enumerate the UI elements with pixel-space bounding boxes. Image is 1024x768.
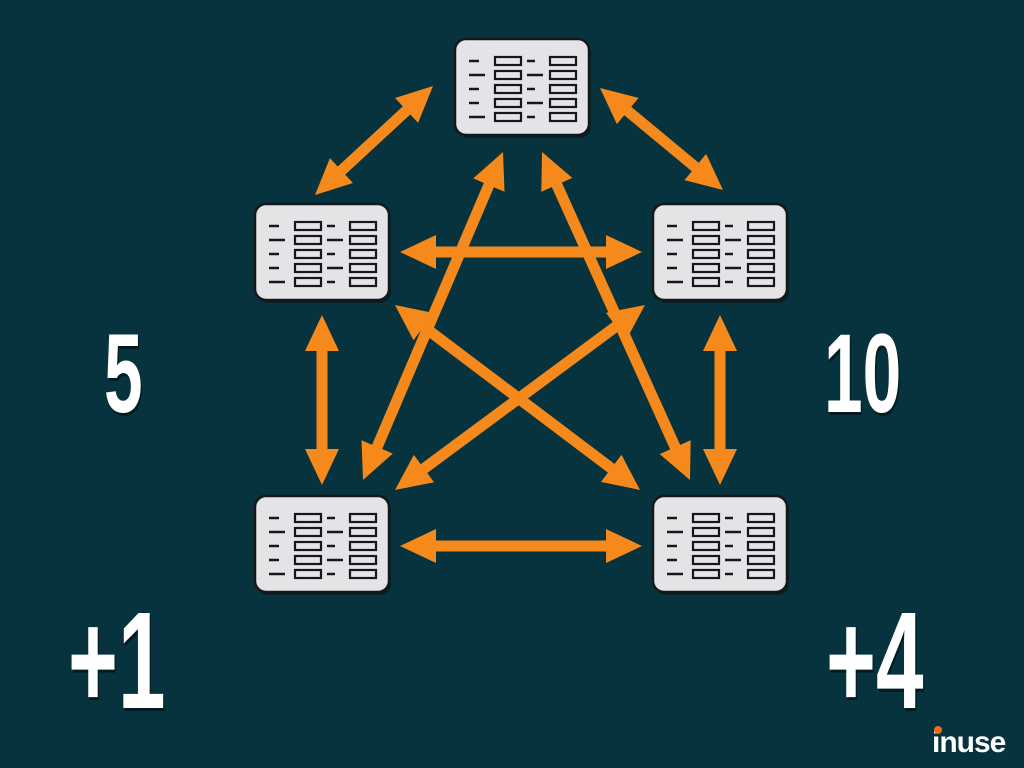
left-increment-label: +1 bbox=[68, 584, 166, 738]
data-table-icon bbox=[269, 220, 378, 288]
logo-accent-dot bbox=[934, 726, 942, 734]
data-table-icon bbox=[667, 220, 776, 288]
inuse-logo: inuse bbox=[932, 726, 1006, 759]
arrow-upper-left-to-upper-right bbox=[400, 235, 642, 269]
table-node-lower-left bbox=[253, 494, 391, 595]
table-node-top bbox=[453, 37, 591, 138]
data-table-icon bbox=[469, 55, 578, 123]
arrow-upper-left-to-lower-left bbox=[305, 315, 339, 485]
arrow-top-to-lower-left bbox=[361, 152, 505, 480]
arrow-top-to-upper-right bbox=[600, 88, 723, 190]
right-increment-label: +4 bbox=[826, 584, 924, 738]
data-table-icon bbox=[269, 512, 378, 580]
arrow-top-to-upper-left bbox=[315, 86, 433, 195]
arrow-upper-right-to-lower-right bbox=[703, 315, 737, 485]
table-node-upper-left bbox=[253, 202, 391, 303]
table-node-lower-right bbox=[651, 494, 789, 595]
left-count-label: 5 bbox=[104, 311, 143, 436]
arrow-lower-left-to-lower-right bbox=[400, 529, 642, 563]
arrow-layer bbox=[305, 86, 737, 563]
arrow-upper-right-to-lower-left bbox=[395, 305, 645, 490]
table-node-upper-right bbox=[651, 202, 789, 303]
data-table-icon bbox=[667, 512, 776, 580]
right-count-label: 10 bbox=[824, 311, 902, 436]
